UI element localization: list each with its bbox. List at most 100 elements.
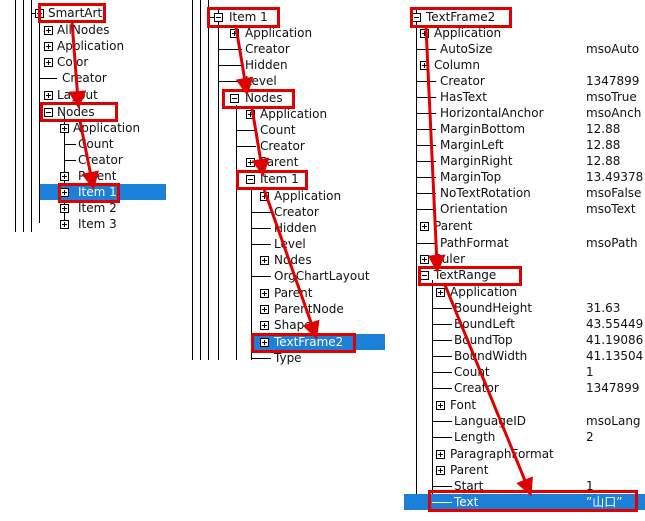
tree-node-application[interactable]: Application: [0, 38, 170, 54]
tree-node-parent[interactable]: Parent: [184, 285, 388, 301]
expand-icon[interactable]: [260, 256, 269, 265]
tree-node-text-selected[interactable]: Text ”山口”: [404, 494, 645, 510]
tree-node-horizontalanchor[interactable]: HorizontalAnchor msoAnch: [404, 105, 645, 121]
tree-node-boundtop[interactable]: BoundTop 41.19086: [404, 332, 645, 348]
tree-node-parentnode[interactable]: ParentNode: [184, 301, 388, 317]
tree-node-languageid[interactable]: LanguageID msoLang: [404, 413, 645, 429]
expand-icon[interactable]: [44, 26, 53, 35]
tree-node-font[interactable]: Font: [404, 397, 645, 413]
tree-node-marginright[interactable]: MarginRight 12.88: [404, 153, 645, 169]
expand-icon[interactable]: [420, 29, 429, 38]
tree-node-orientation[interactable]: Orientation msoText: [404, 201, 645, 217]
tree-node-application[interactable]: Application: [404, 25, 645, 41]
tree-guide-line: [218, 10, 219, 360]
expand-icon[interactable]: [420, 222, 429, 231]
tree-node-application[interactable]: Application: [184, 188, 388, 204]
expand-icon[interactable]: [436, 401, 445, 410]
tree-node-layout[interactable]: Layout: [0, 87, 170, 103]
expand-icon[interactable]: [60, 124, 69, 133]
tree-node-count[interactable]: Count 1: [404, 364, 645, 380]
expand-icon[interactable]: [44, 91, 53, 100]
tree-node-boundleft[interactable]: BoundLeft 43.55449: [404, 316, 645, 332]
expand-icon[interactable]: [60, 204, 69, 213]
highlight-box: [40, 102, 118, 122]
tree-node-margintop[interactable]: MarginTop 13.49378: [404, 169, 645, 185]
expand-icon[interactable]: [246, 110, 255, 119]
collapse-icon[interactable]: [246, 175, 255, 184]
tree-node-creator[interactable]: Creator: [184, 138, 388, 154]
expand-icon[interactable]: [60, 220, 69, 229]
collapse-icon[interactable]: [44, 108, 53, 117]
tree-node-label: OrgChartLayout: [274, 269, 370, 283]
expand-icon[interactable]: [260, 289, 269, 298]
expand-icon[interactable]: [246, 158, 255, 167]
tree-node-textframe2-selected[interactable]: TextFrame2: [252, 334, 385, 350]
tree-node-item-1[interactable]: Item 1: [184, 171, 388, 187]
expand-icon[interactable]: [436, 288, 445, 297]
tree-node-application[interactable]: Application: [404, 284, 645, 300]
tree-node-creator[interactable]: Creator: [184, 41, 388, 57]
expand-icon[interactable]: [60, 172, 69, 181]
expand-icon[interactable]: [230, 29, 239, 38]
tree-node-textrange[interactable]: TextRange: [404, 267, 645, 283]
tree-node-allnodes[interactable]: AllNodes: [0, 22, 170, 38]
tree-node-nodes[interactable]: Nodes: [184, 252, 388, 268]
tree-node-label: Item 3: [78, 217, 117, 231]
tree-node-label: Application: [260, 107, 328, 121]
expand-icon[interactable]: [420, 255, 429, 264]
collapse-icon[interactable]: [214, 13, 223, 22]
expand-icon[interactable]: [436, 450, 445, 459]
tree-node-type[interactable]: Type: [184, 350, 388, 366]
tree-node-parent[interactable]: Parent: [184, 154, 388, 170]
tree-node-application[interactable]: Application: [184, 25, 388, 41]
expand-icon[interactable]: [260, 338, 269, 347]
tree-node-item-3[interactable]: Item 3: [0, 216, 170, 232]
expand-icon[interactable]: [44, 42, 53, 51]
tree-node-item-2[interactable]: Item 2: [0, 200, 170, 216]
tree-node-application[interactable]: Application: [0, 120, 170, 136]
tree-node-parent[interactable]: Parent: [0, 168, 170, 184]
tree-node-nodes[interactable]: Nodes: [184, 90, 388, 106]
tree-node-creator[interactable]: Creator: [0, 152, 170, 168]
tree-node-count[interactable]: Count: [184, 122, 388, 138]
collapse-icon[interactable]: [230, 94, 239, 103]
tree-node-ruler[interactable]: Ruler: [404, 251, 645, 267]
tree-node-length[interactable]: Length 2: [404, 429, 645, 445]
tree-node-creator[interactable]: Creator: [184, 204, 388, 220]
tree-node-creator[interactable]: Creator: [0, 70, 170, 86]
tree-node-paragraphformat[interactable]: ParagraphFormat: [404, 446, 645, 462]
expand-icon[interactable]: [44, 58, 53, 67]
tree-node-count[interactable]: Count: [0, 136, 170, 152]
tree-node-notextrotation[interactable]: NoTextRotation msoFalse: [404, 185, 645, 201]
tree-node-boundwidth[interactable]: BoundWidth 41.13504: [404, 348, 645, 364]
tree-node-orgchartlayout[interactable]: OrgChartLayout: [184, 268, 388, 284]
expand-icon[interactable]: [260, 192, 269, 201]
tree-node-label: Length: [454, 430, 496, 444]
tree-node-hidden[interactable]: Hidden: [184, 57, 388, 73]
tree-node-marginbottom[interactable]: MarginBottom 12.88: [404, 121, 645, 137]
tree-node-shapes[interactable]: Shapes: [184, 317, 388, 333]
expand-icon[interactable]: [260, 305, 269, 314]
tree-node-marginleft[interactable]: MarginLeft 12.88: [404, 137, 645, 153]
tree-node-label: Creator: [440, 74, 485, 88]
tree-node-color[interactable]: Color: [0, 54, 170, 70]
tree-node-level[interactable]: Level: [184, 236, 388, 252]
tree-node-parent[interactable]: Parent: [404, 218, 645, 234]
expand-icon[interactable]: [420, 61, 429, 70]
tree-node-label: Nodes: [245, 91, 283, 105]
tree-node-parent[interactable]: Parent: [404, 462, 645, 478]
expand-icon[interactable]: [260, 321, 269, 330]
tree-node-pathformat[interactable]: PathFormat msoPath: [404, 235, 645, 251]
tree-node-autosize[interactable]: AutoSize msoAuto: [404, 41, 645, 57]
tree-node-boundheight[interactable]: BoundHeight 31.63: [404, 300, 645, 316]
tree-node-hastext[interactable]: HasText msoTrue: [404, 89, 645, 105]
tree-node-hidden[interactable]: Hidden: [184, 220, 388, 236]
tree-node-creator[interactable]: Creator 1347899: [404, 380, 645, 396]
tree-node-level[interactable]: Level: [184, 73, 388, 89]
tree-node-column[interactable]: Column: [404, 57, 645, 73]
expand-icon[interactable]: [436, 466, 445, 475]
tree-node-label: Orientation: [440, 202, 508, 216]
tree-node-item-1[interactable]: Item 1: [184, 9, 388, 25]
tree-node-textframe2[interactable]: TextFrame2: [404, 9, 645, 25]
tree-node-creator[interactable]: Creator 1347899: [404, 73, 645, 89]
